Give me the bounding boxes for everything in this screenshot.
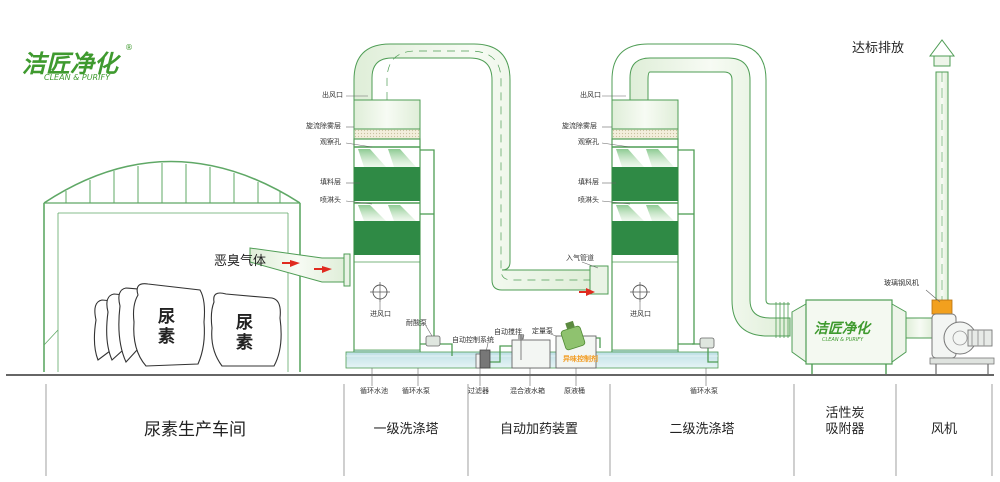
t1-acid-pump-label: 耐酸泵 (406, 319, 427, 327)
flex-joint (775, 302, 789, 338)
section-label-tower2: 二级洗涤塔 (669, 422, 735, 437)
pump2-label: 循环水泵 (690, 387, 718, 395)
mix-tank-label: 混合液水箱 (510, 387, 545, 395)
flow-arrow (579, 288, 595, 296)
fan-glass-label: 玻璃钢风机 (884, 279, 919, 287)
connecting-duct (353, 43, 609, 295)
brand-reg-mark: ® (125, 43, 133, 52)
carbon-brand-text: 洁匠净化 (814, 321, 870, 337)
t2-inlet-label: 进风口 (630, 310, 651, 318)
stock-tank-label: 原液桶 (564, 387, 585, 395)
flow-arrow (282, 260, 332, 273)
circulation-pump-2 (699, 337, 715, 349)
urea-bag-label-1: 尿 素 (158, 307, 175, 347)
tower-1 (353, 99, 421, 363)
section-label-tower1: 一级洗涤塔 (373, 422, 439, 437)
urea-bags (93, 283, 282, 367)
t1-demister-label: 旋流除雾层 (306, 122, 341, 130)
pump1-label: 循环水泵 (402, 387, 430, 395)
dosing-tank-label: 异味控制剂 (563, 355, 598, 363)
pool-label: 循环水池 (360, 387, 388, 395)
section-dividers (45, 384, 993, 476)
leader-lines (345, 95, 941, 386)
t2-nozzle-label: 喷淋头 (578, 196, 599, 204)
section-label-fan: 风机 (930, 422, 957, 437)
mixing-tank (511, 334, 551, 369)
t1-packing-label: 填料层 (320, 178, 341, 186)
auto-mixer-label: 自动搅拌 (494, 328, 522, 336)
workshop-outlet-pipe (249, 247, 351, 287)
t2-packing-label: 填料层 (578, 178, 599, 186)
brand-tagline: CLEAN & PURIFY (44, 73, 110, 82)
t2-demister-label: 旋流除雾层 (562, 122, 597, 130)
t1-nozzle-label: 喷淋头 (320, 196, 341, 204)
control-cabinet (479, 349, 491, 369)
t1-window-label: 观察孔 (320, 138, 341, 146)
odor-gas-label: 恶臭气体 (214, 254, 267, 269)
acid-pump (425, 335, 441, 347)
t1-inlet-label: 进风口 (370, 310, 391, 318)
tower-2 (611, 99, 679, 363)
fan-and-stack (929, 39, 995, 374)
dosing-bottle (560, 320, 586, 351)
duct-to-fan (905, 317, 935, 339)
air-pipe-label: 入气管道 (566, 254, 594, 262)
t1-outlet-label: 出风口 (322, 91, 343, 99)
section-label-carbon: 活性炭 吸附器 (825, 406, 865, 438)
duct-centerline (386, 50, 590, 281)
duct-to-carbon (611, 43, 791, 337)
urea-bag-label-2: 尿 素 (236, 313, 253, 353)
auto-control-label: 自动控制系统 (452, 336, 494, 344)
brand-logo-text: 洁匠净化 (22, 50, 118, 78)
section-label-workshop: 尿素生产车间 (144, 420, 246, 440)
dosing-pump-label: 定量泵 (532, 327, 553, 335)
workshop-greenhouse (43, 160, 301, 372)
section-label-dosing: 自动加药装置 (499, 422, 578, 437)
t2-outlet-label: 出风口 (580, 91, 601, 99)
t2-window-label: 观察孔 (578, 138, 599, 146)
carbon-brand-tagline: CLEAN & PURIFY (822, 337, 864, 343)
emission-label: 达标排放 (852, 41, 905, 56)
carbon-adsorber (791, 299, 907, 374)
filter-label: 过滤器 (468, 387, 489, 395)
